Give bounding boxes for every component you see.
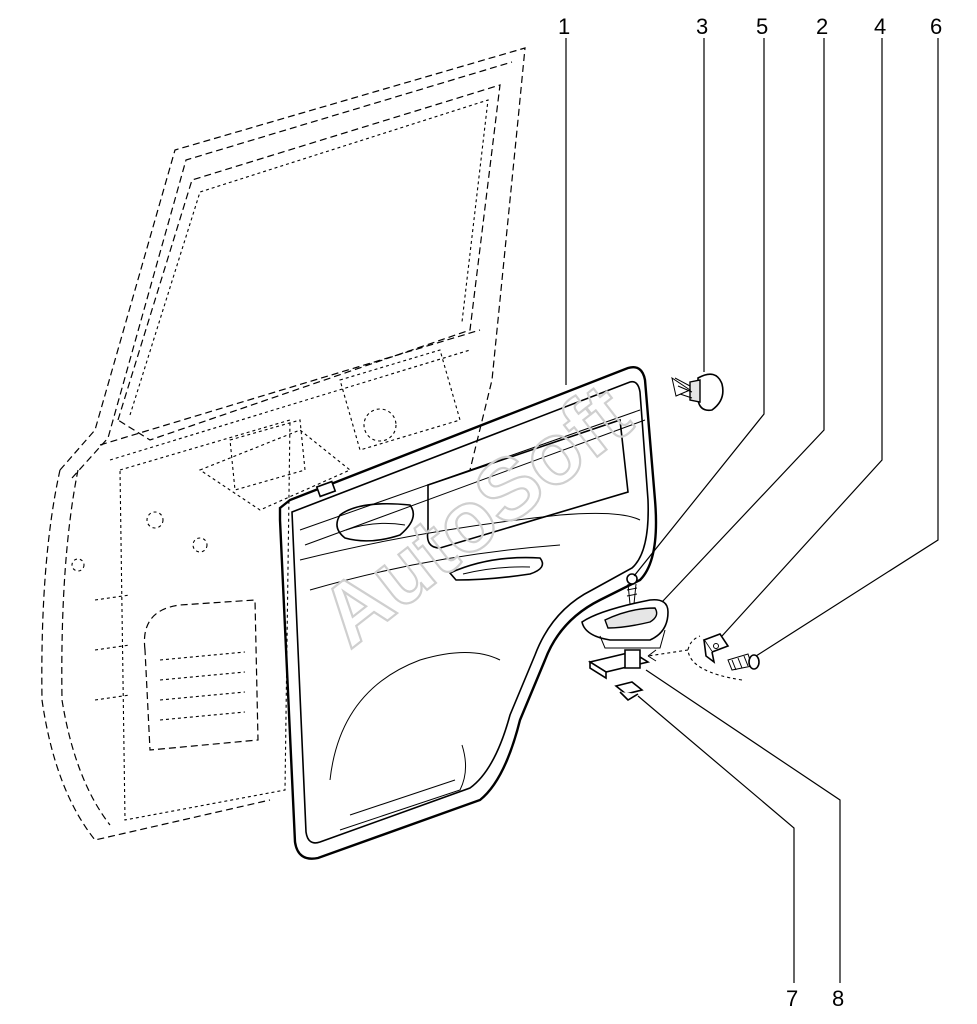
callout-3: 3 [696, 14, 708, 39]
leader-4 [721, 38, 883, 637]
leader-lines [565, 38, 939, 983]
callout-7: 7 [786, 986, 798, 1011]
leader-5 [633, 38, 765, 577]
door-trim-panel [278, 366, 658, 860]
callout-8: 8 [832, 986, 844, 1011]
screw [626, 573, 638, 605]
bracket [587, 649, 651, 680]
leader-6 [755, 38, 939, 657]
callout-2: 2 [816, 14, 828, 39]
clip-nut [614, 681, 644, 702]
square-nut [702, 633, 730, 664]
mounting-screw [727, 653, 760, 671]
leader-2 [661, 38, 825, 603]
callout-numbers: 1 3 5 2 4 6 7 8 [558, 14, 942, 1011]
callout-4: 4 [874, 14, 886, 39]
trim-clip [671, 373, 724, 412]
assembly-path [647, 635, 743, 681]
callout-1: 1 [558, 14, 570, 39]
callout-6: 6 [930, 14, 942, 39]
leader-8 [645, 669, 841, 983]
handle-escutcheon [581, 598, 669, 649]
leader-7 [637, 695, 795, 983]
callout-5: 5 [756, 14, 768, 39]
door-shell [41, 47, 526, 841]
assembly-arrowhead [647, 649, 657, 662]
